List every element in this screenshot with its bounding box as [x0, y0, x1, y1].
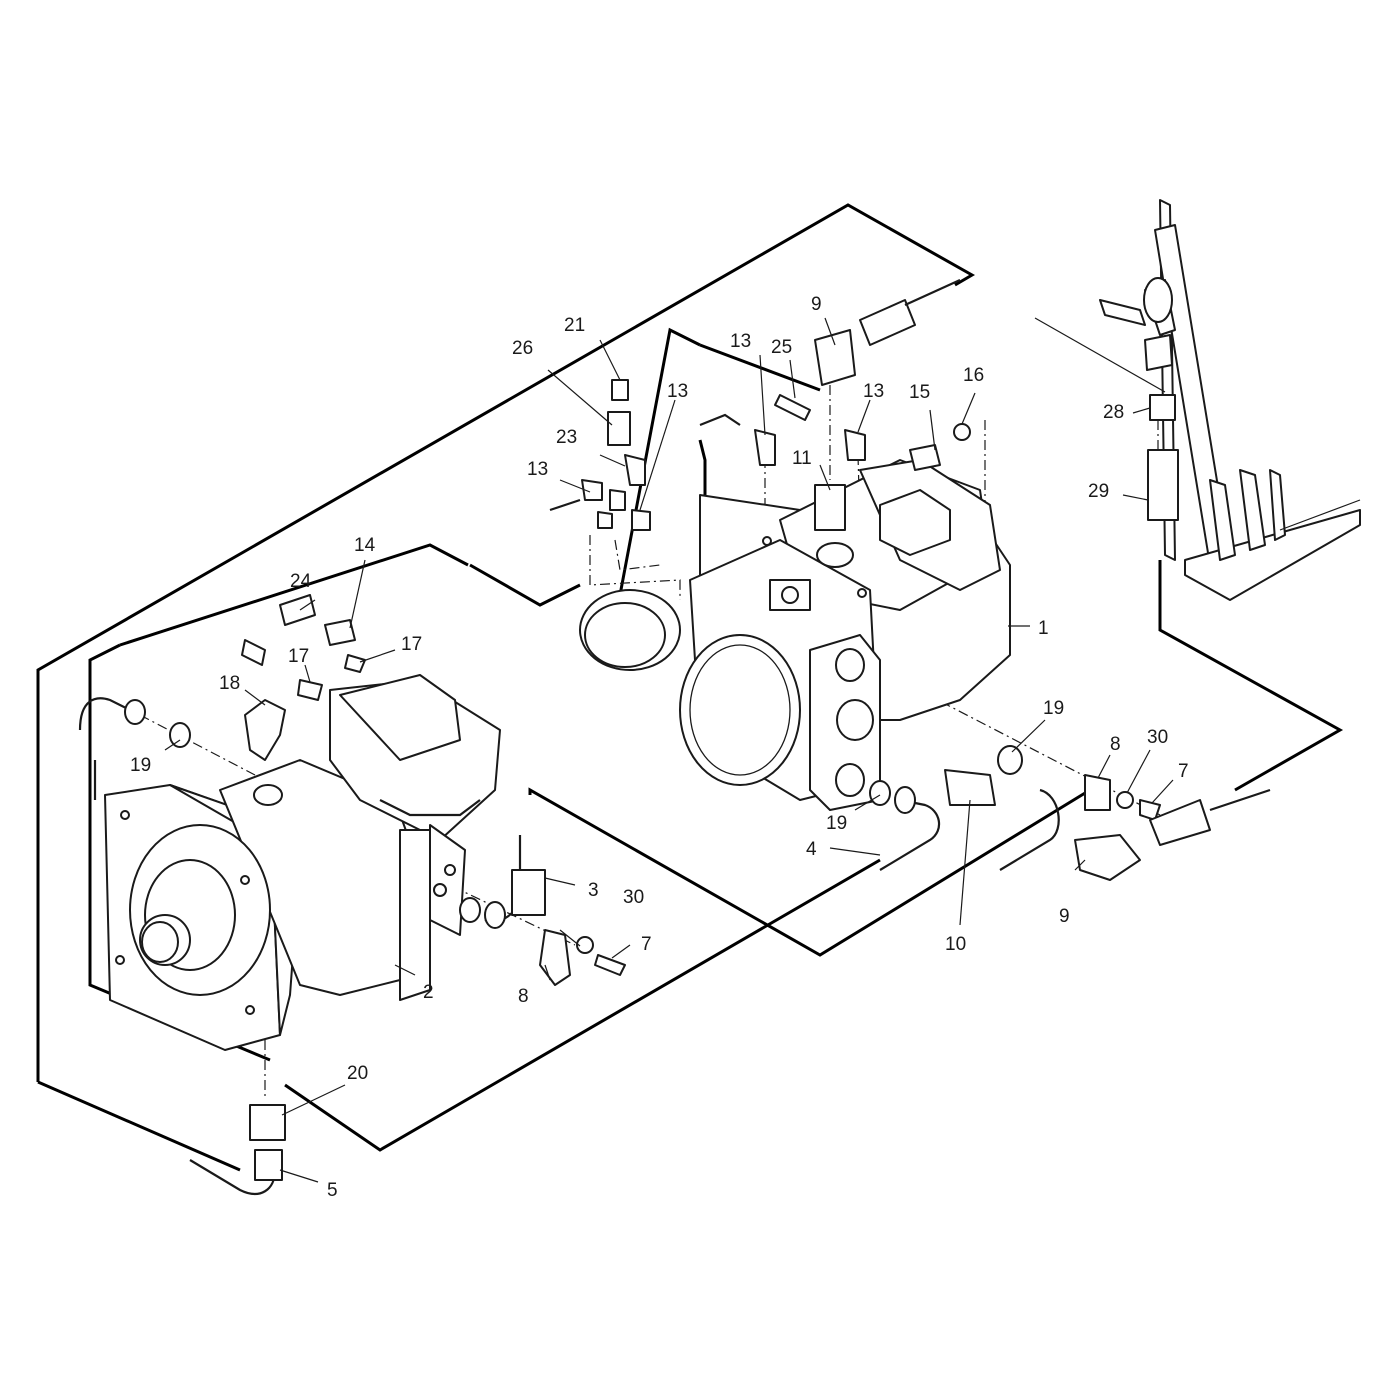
callout-8b: 8: [1110, 734, 1121, 755]
callout-8a: 8: [518, 986, 529, 1007]
callout-30b: 30: [1147, 727, 1168, 748]
callout-15: 15: [909, 382, 930, 403]
callout-13d: 13: [527, 459, 548, 480]
callout-14: 14: [354, 535, 376, 556]
callout-20: 20: [347, 1063, 368, 1084]
callout-17a: 17: [288, 646, 309, 667]
callout-13b: 13: [667, 381, 688, 402]
callout-24: 24: [290, 571, 312, 592]
hose-routing-lines: [36, 203, 1344, 1172]
machine-frame: [1034, 199, 1361, 601]
callout-9a: 9: [811, 294, 822, 315]
hydraulic-motor: [104, 674, 501, 1051]
callout-7b: 7: [1178, 761, 1189, 782]
callout-13a: 13: [730, 331, 751, 352]
callout-19c: 19: [826, 813, 847, 834]
callout-1: 1: [1038, 618, 1049, 639]
callout-29: 29: [1088, 481, 1109, 502]
callout-28: 28: [1103, 402, 1124, 423]
callout-11: 11: [792, 448, 812, 469]
callout-25: 25: [771, 337, 792, 358]
leader-lines: [164, 317, 1174, 1183]
callout-26: 26: [512, 338, 533, 359]
callout-5: 5: [327, 1180, 338, 1201]
callout-3: 3: [588, 880, 599, 901]
callout-10: 10: [945, 934, 966, 955]
callout-numbers: 1 2 3 4 5 7 7 8 8 9 9 10 11 13 13 13 13 …: [130, 294, 1189, 1201]
callout-9b: 9: [1059, 906, 1070, 927]
callout-13c: 13: [863, 381, 884, 402]
callout-2: 2: [423, 982, 434, 1003]
callout-17b: 17: [401, 634, 422, 655]
callout-23: 23: [556, 427, 577, 448]
callout-21: 21: [564, 315, 585, 336]
callout-19b: 19: [1043, 698, 1064, 719]
callout-16: 16: [963, 365, 984, 386]
callout-7a: 7: [641, 934, 652, 955]
hoses-and-fittings: [78, 278, 1271, 1196]
callout-18: 18: [219, 673, 240, 694]
callout-4: 4: [806, 839, 817, 860]
main-pump: [579, 459, 1011, 811]
callout-19a: 19: [130, 755, 151, 776]
callout-30a: 30: [623, 887, 644, 908]
